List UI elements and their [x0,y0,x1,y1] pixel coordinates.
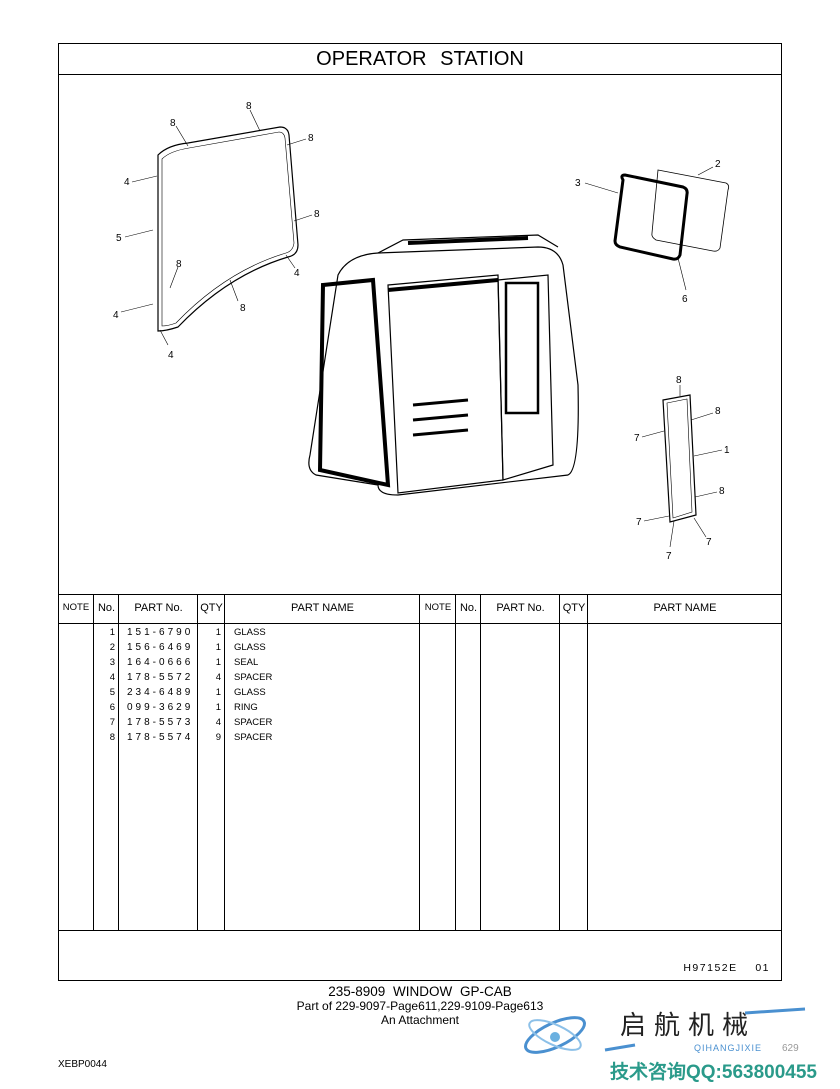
table-cell-no: 7 [109,717,115,728]
table-cell-name: GLASS [234,687,266,698]
col-divider [225,594,420,930]
caption-attachment: An Attachment [380,1013,460,1027]
table-cell-no: 8 [109,732,115,743]
illustration-id: H97152E [683,962,738,974]
table-cell-name: SPACER [234,717,273,728]
page-frame [58,43,782,981]
table-cell-name: SEAL [234,657,259,668]
header-note-2: NOTE [424,602,452,613]
callout-label: 8 [308,133,314,144]
callout-label: 7 [706,537,712,548]
document-id: XEBP0044 [58,1059,107,1070]
callouts-side-glass: 8 8 1 7 8 7 7 7 [634,375,730,562]
col-divider [456,594,481,930]
table-cell-part-no: 178-5572 [127,672,194,683]
col-divider [58,594,94,930]
callout-label: 7 [636,517,642,528]
col-divider [560,594,588,930]
watermark-contact: 技术咨询QQ:563800455 [610,1062,817,1083]
watermark-pinyin: QIHANGJIXIE [694,1043,763,1053]
table-cell-part-no: 164-0666 [127,657,194,668]
table-cell-name: GLASS [234,642,266,653]
table-cell-part-no: 178-5573 [127,717,194,728]
table-cell-part-no: 156-6469 [127,642,194,653]
callouts-left: 8 8 8 4 8 5 8 4 4 8 4 [113,101,320,361]
callout-label: 8 [246,101,252,112]
table-cell-no: 1 [109,627,115,638]
callouts-small-glass: 2 3 6 [575,159,721,305]
table-cell-no: 5 [109,687,115,698]
callout-label: 4 [294,268,300,279]
watermark-name: 启航机械 [620,1010,757,1040]
callout-label: 8 [314,209,320,220]
table-cell-qty: 1 [215,702,221,713]
col-divider [481,594,560,930]
callout-label: 8 [240,303,246,314]
callout-label: 2 [715,159,721,170]
callout-label: 3 [575,178,581,189]
col-divider [119,594,198,930]
small-glass-and-seal [613,169,730,261]
table-cell-no: 2 [109,642,115,653]
table-cell-name: SPACER [234,672,273,683]
table-cell-no: 6 [109,702,115,713]
col-divider [94,594,119,930]
col-divider [198,594,225,930]
callout-label: 7 [666,551,672,562]
header-no-2: No. [459,602,478,614]
header-no: No. [97,602,116,614]
illustration-code: H97152E 01 [683,962,770,974]
caption-title: 235-8909 WINDOW GP-CAB [328,984,512,999]
callout-label: 8 [719,486,725,497]
callout-label: 5 [116,233,122,244]
header-note: NOTE [62,602,90,613]
table-cell-no: 3 [109,657,115,668]
table-cell-name: SPACER [234,732,273,743]
side-glass [662,394,697,523]
callout-label: 7 [634,433,640,444]
table-cell-qty: 9 [215,732,221,743]
cab-body [308,234,579,496]
table-cell-qty: 1 [215,627,221,638]
callout-label: 8 [176,259,182,270]
illustration-revision: 01 [755,962,770,974]
table-cell-part-no: 178-5574 [127,732,194,743]
table-cell-part-no: 234-6489 [127,687,194,698]
table-cell-qty: 1 [215,687,221,698]
page-title: OPERATOR STATION [58,43,782,75]
header-part-name-2: PART NAME [653,602,717,614]
exploded-diagram: 8 8 8 4 8 5 8 4 4 8 4 2 3 6 8 8 1 7 8 7 … [113,101,730,562]
col-divider [420,594,456,930]
header-qty: QTY [200,602,223,614]
callout-label: 1 [724,445,730,456]
table-cell-part-no: 151-6790 [127,627,194,638]
callout-label: 6 [682,294,688,305]
callout-label: 4 [113,310,119,321]
page-number: 629 [782,1043,799,1054]
caption-part-of: Part of 229-9097-Page611,229-9109-Page61… [296,999,544,1013]
callout-label: 4 [124,177,130,188]
door-glass [157,126,299,332]
table-cell-no: 4 [109,672,115,683]
callout-label: 8 [676,375,682,386]
header-part-name: PART NAME [291,602,354,614]
table-cell-qty: 4 [215,672,221,683]
callout-label: 8 [715,406,721,417]
header-part-no-2: PART No. [496,602,545,614]
table-cell-qty: 1 [215,642,221,653]
table-cell-name: GLASS [234,627,266,638]
table-cell-part-no: 099-3629 [127,702,194,713]
watermark-logo-icon [524,1007,806,1054]
table-cell-qty: 4 [215,717,221,728]
header-part-no: PART No. [134,602,183,614]
table-header [58,594,782,624]
callout-label: 4 [168,350,174,361]
table-cell-qty: 1 [215,657,221,668]
table-footer [58,930,782,982]
callout-label: 8 [170,118,176,129]
table-cell-name: RING [234,702,258,713]
header-qty-2: QTY [562,602,586,614]
